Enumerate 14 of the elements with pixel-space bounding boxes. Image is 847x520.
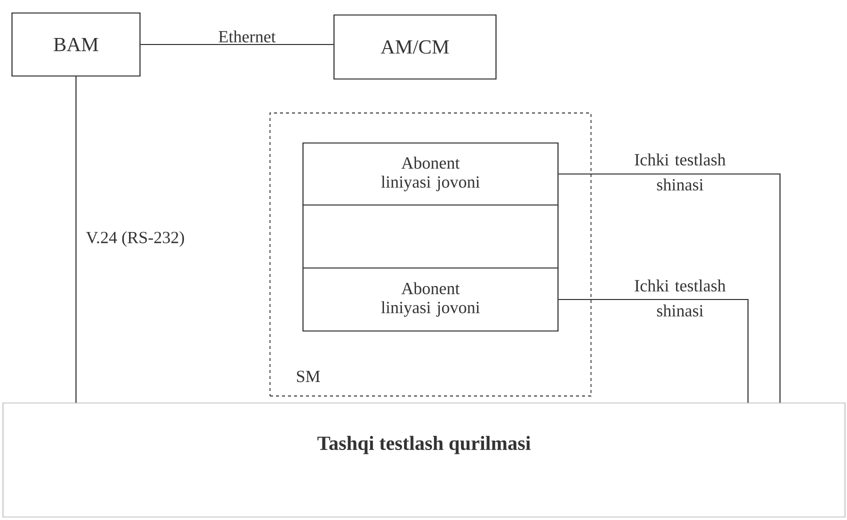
connector-line (558, 173, 781, 403)
edge-label: Ichki testlash shinasi (634, 154, 726, 190)
line-card-box: Abonent liniyasi jovoni (302, 267, 559, 332)
edge-label: V.24 (RS-232) (86, 231, 184, 247)
line-card-box: Abonent liniyasi jovoni (302, 142, 559, 206)
edge-label: Ethernet (218, 30, 276, 42)
module-box: BAM (11, 12, 141, 77)
connector-line (558, 298, 749, 403)
line-card-box (302, 204, 559, 269)
connector-line (140, 44, 334, 46)
test-device-box: Tashqi testlash qurilmasi (2, 402, 846, 518)
edge-label: Ichki testlash shinasi (634, 280, 726, 316)
connector-line (75, 76, 77, 403)
module-box: AM/CM (333, 14, 497, 80)
